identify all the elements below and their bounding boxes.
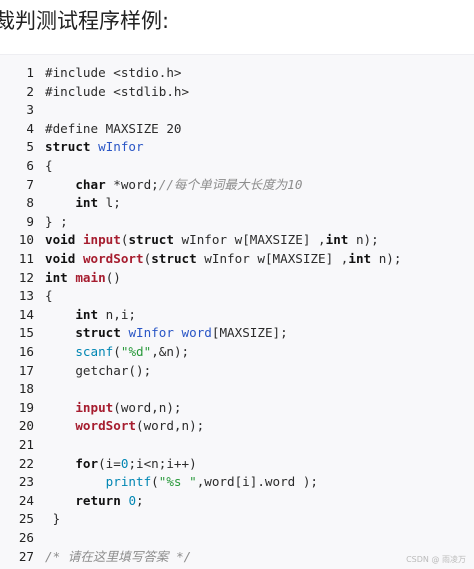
code-line: 7 char *word;//每个单词最大长度为10 [0, 176, 474, 195]
code-line: 5 struct wInfor [0, 138, 474, 157]
code-text: struct wInfor [45, 139, 144, 155]
code-line: 4 #define MAXSIZE 20 [0, 120, 474, 139]
line-number: 25 [18, 511, 34, 527]
line-number: 2 [26, 83, 34, 99]
line-number: 20 [18, 418, 34, 434]
line-number: 9 [26, 213, 34, 229]
code-text: /* 请在这里填写答案 */ [45, 548, 192, 564]
code-text: #include <stdlib.h> [45, 83, 190, 99]
line-number: 17 [18, 362, 34, 378]
line-number: 12 [18, 269, 34, 285]
code-line: 16 scanf("%d",&n); [0, 343, 474, 362]
code-line: 13 { [0, 287, 474, 306]
line-number: 4 [26, 120, 34, 136]
code-text: printf("%s ",word[i].word ); [105, 474, 319, 490]
code-line: 11 void wordSort(struct wInfor w[MAXSIZE]… [0, 250, 474, 269]
code-text: char *word;//每个单词最大长度为10 [75, 176, 303, 192]
line-number: 7 [26, 176, 34, 192]
code-line: 12 int main() [0, 269, 474, 288]
code-line: 23 printf("%s ",word[i].word ); [0, 473, 474, 492]
line-number: 14 [18, 306, 34, 322]
code-text: int main() [45, 269, 121, 285]
code-text: struct wInfor word[MAXSIZE]; [75, 325, 288, 341]
line-number: 11 [18, 251, 34, 266]
code-text: for(i=0;i<n;i++) [75, 455, 197, 471]
code-line: 22 for(i=0;i<n;i++) [0, 455, 474, 474]
code-text: int l; [75, 195, 121, 211]
code-line: 3 [0, 101, 474, 120]
code-line: 6{ [0, 157, 474, 176]
code-text: void wordSort(struct wInfor w[MAXSIZE] ,… [45, 251, 402, 266]
code-line: 17 getchar(); [0, 362, 474, 381]
code-text: { [45, 158, 53, 173]
code-line: 24 return 0; [0, 492, 474, 511]
code-line: 15 struct wInfor word[MAXSIZE]; [0, 324, 474, 343]
line-number: 3 [26, 102, 34, 118]
line-number: 27 [18, 548, 34, 564]
code-text: } [45, 511, 61, 527]
line-number: 1 [26, 65, 34, 80]
watermark: CSDN @ 雨凌万 [406, 555, 466, 564]
code-text: wordSort(word,n); [75, 418, 205, 434]
line-number: 10 [18, 232, 34, 248]
code-line: 21 [0, 436, 474, 455]
line-number: 22 [18, 455, 34, 471]
line-number: 24 [18, 492, 34, 508]
code-line: 8 int l; [0, 194, 474, 213]
line-number: 16 [18, 344, 34, 359]
code-text: getchar(); [45, 362, 152, 378]
code-line: 27 /* 请在这里填写答案 */ [0, 548, 474, 567]
code-line: 26 [0, 529, 474, 548]
code-text: { [45, 288, 53, 304]
code-line: 1 #include <stdio.h> [0, 64, 474, 83]
code-block[interactable]: 1 #include <stdio.h> 2 #include <stdlib.h> 3… [0, 54, 474, 569]
code-text: #include <stdio.h> [45, 65, 182, 80]
line-number: 6 [26, 158, 34, 173]
code-line: 20 wordSort(word,n); [0, 417, 474, 436]
code-text: int n,i; [75, 306, 137, 322]
line-number: 8 [26, 195, 34, 211]
code-text: } ; [45, 213, 68, 229]
line-number: 5 [26, 139, 34, 155]
code-line: 10 void input(struct wInfor w[MAXSIZE] ,i… [0, 231, 474, 250]
code-line: 19 input(word,n); [0, 399, 474, 418]
code-text: void input(struct wInfor w[MAXSIZE] ,int… [45, 232, 379, 248]
code-text: scanf("%d",&n); [75, 344, 190, 359]
code-line: 25 } [0, 510, 474, 529]
line-number: 23 [18, 474, 34, 490]
code-line: 2 #include <stdlib.h> [0, 83, 474, 102]
code-text: return 0; [75, 492, 144, 508]
code-text: input(word,n); [75, 399, 182, 415]
line-number: 19 [18, 399, 34, 415]
line-number: 18 [18, 381, 34, 397]
line-number: 15 [18, 325, 34, 341]
code-text: #define MAXSIZE 20 [45, 120, 182, 136]
page-heading: 裁判测试程序样例: [0, 9, 170, 33]
line-number: 21 [18, 437, 34, 452]
line-number: 13 [18, 288, 34, 304]
line-number: 26 [18, 530, 34, 545]
code-line: 18 [0, 380, 474, 399]
code-line: 9 } ; [0, 213, 474, 232]
code-line: 14 int n,i; [0, 306, 474, 325]
